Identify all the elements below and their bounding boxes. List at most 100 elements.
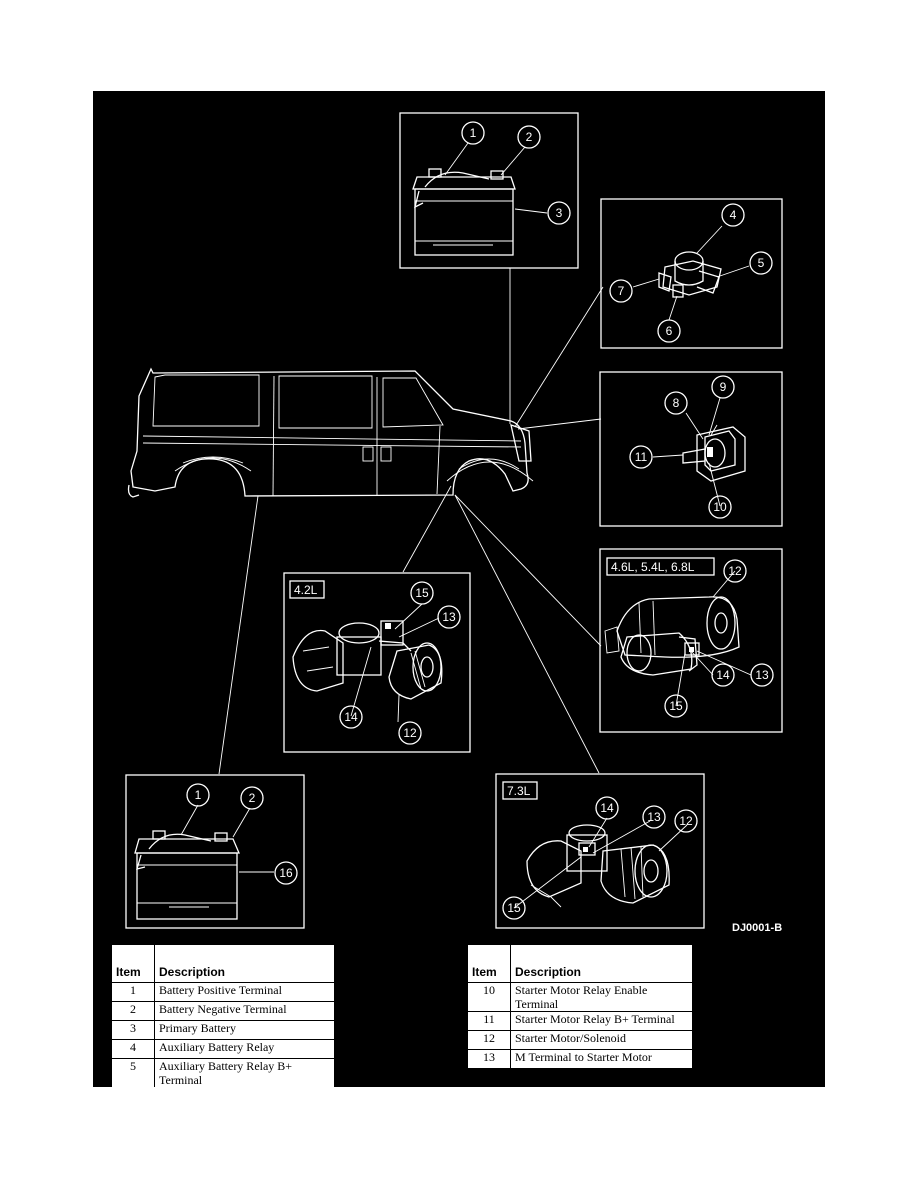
callout-1: 1 [461,121,485,145]
callout-2: 2 [517,125,541,149]
callout-12-4-6l: 12 [723,559,747,583]
svg-text:13: 13 [755,668,769,682]
svg-text:12: 12 [728,564,742,578]
callout-1-aux: 1 [186,783,210,807]
svg-text:12: 12 [679,814,693,828]
detail-box-starter-4-6l [599,548,783,733]
callout-12-7-3l: 12 [674,809,698,833]
legend-item: 2 [111,1001,155,1021]
callout-4: 4 [721,203,745,227]
callout-9: 9 [711,375,735,399]
svg-text:15: 15 [507,901,521,915]
callout-12-4-2l: 12 [398,721,422,745]
legend-description: M Terminal to Starter Motor [510,1049,693,1069]
primary-battery [412,168,516,256]
detail-box-auxiliary-battery [125,774,305,929]
svg-text:15: 15 [669,699,683,713]
legend-description: Starter Motor Relay B+ Terminal [510,1011,693,1031]
detail-box-starter-relay [599,371,783,527]
auxiliary-battery [134,830,240,920]
callout-14-4-2l: 14 [339,705,363,729]
callout-11: 11 [629,445,653,469]
legend-description: Battery Positive Terminal [154,982,335,1002]
engine-label-7-3l: 7.3L [502,781,538,800]
detail-box-starter-7-3l [495,773,705,929]
callout-2-aux: 2 [240,786,264,810]
svg-text:7.3L: 7.3L [507,784,531,798]
figure-code: DJ0001-B [732,922,782,934]
callout-6: 6 [657,319,681,343]
starter-motor-relay [682,424,746,482]
legend-header-item: Item [467,944,511,983]
legend-item: 5 [111,1058,155,1087]
svg-text:1: 1 [470,126,477,140]
callout-13-4-6l: 13 [750,663,774,687]
callout-15-4-2l: 15 [410,581,434,605]
svg-text:15: 15 [415,586,429,600]
starter-4-2l-drawing [292,620,443,700]
callout-pointers [180,142,752,909]
callout-8: 8 [664,391,688,415]
legend-description: Starter Motor Relay Enable Terminal [510,982,693,1012]
callout-3: 3 [547,201,571,225]
starter-4-6l-drawing [604,596,740,676]
svg-text:3: 3 [556,206,563,220]
starting-system-diagram: 1 2 3 4 5 6 7 8 9 10 11 12 13 14 15 15 1… [125,112,783,934]
detail-box-primary-battery [399,112,579,269]
svg-text:11: 11 [635,450,648,464]
svg-text:14: 14 [600,801,614,815]
svg-text:16: 16 [279,866,293,880]
svg-text:7: 7 [618,284,625,298]
legend-description: Auxiliary Battery Relay B+ Terminal [154,1058,335,1087]
svg-text:12: 12 [403,726,417,740]
engine-label-4-2l: 4.2L [289,580,325,599]
legend-item: 10 [467,982,511,1012]
legend-item: 3 [111,1020,155,1040]
svg-text:1: 1 [195,788,202,802]
callout-7: 7 [609,279,633,303]
legend-item: 12 [467,1030,511,1050]
engine-label-4-6l: 4.6L, 5.4L, 6.8L [606,557,715,576]
legend-header-description: Description [154,944,335,983]
callout-13-4-2l: 13 [437,605,461,629]
callout-16: 16 [274,861,298,885]
svg-text:13: 13 [442,610,456,624]
detail-box-auxiliary-relay [600,198,783,349]
auxiliary-battery-relay [658,251,722,298]
legend-description: Starter Motor/Solenoid [510,1030,693,1050]
legend-item: 11 [467,1011,511,1031]
starter-7-3l-drawing [526,824,670,908]
diagram-panel: 1 2 3 4 5 6 7 8 9 10 11 12 13 14 15 15 1… [93,91,825,1087]
svg-text:6: 6 [666,324,673,338]
svg-text:9: 9 [720,380,727,394]
legend-header-item: Item [111,944,155,983]
legend-item: 4 [111,1039,155,1059]
callout-10: 10 [708,495,732,519]
svg-text:2: 2 [526,130,533,144]
callout-15-7-3l: 15 [502,896,526,920]
callouts: 1 2 3 4 5 6 7 8 9 10 11 12 13 14 15 15 1… [186,121,774,920]
svg-text:8: 8 [673,396,680,410]
leader-lines [218,268,604,775]
svg-text:5: 5 [758,256,765,270]
svg-text:14: 14 [716,668,730,682]
legend-description: Primary Battery [154,1020,335,1040]
svg-text:10: 10 [713,500,727,514]
legend-description: Auxiliary Battery Relay [154,1039,335,1059]
legend-header-row: Item Description [467,944,693,983]
svg-text:14: 14 [344,710,358,724]
van-drawing [127,367,534,498]
legend-header-row: Item Description [111,944,335,983]
callout-5: 5 [749,251,773,275]
